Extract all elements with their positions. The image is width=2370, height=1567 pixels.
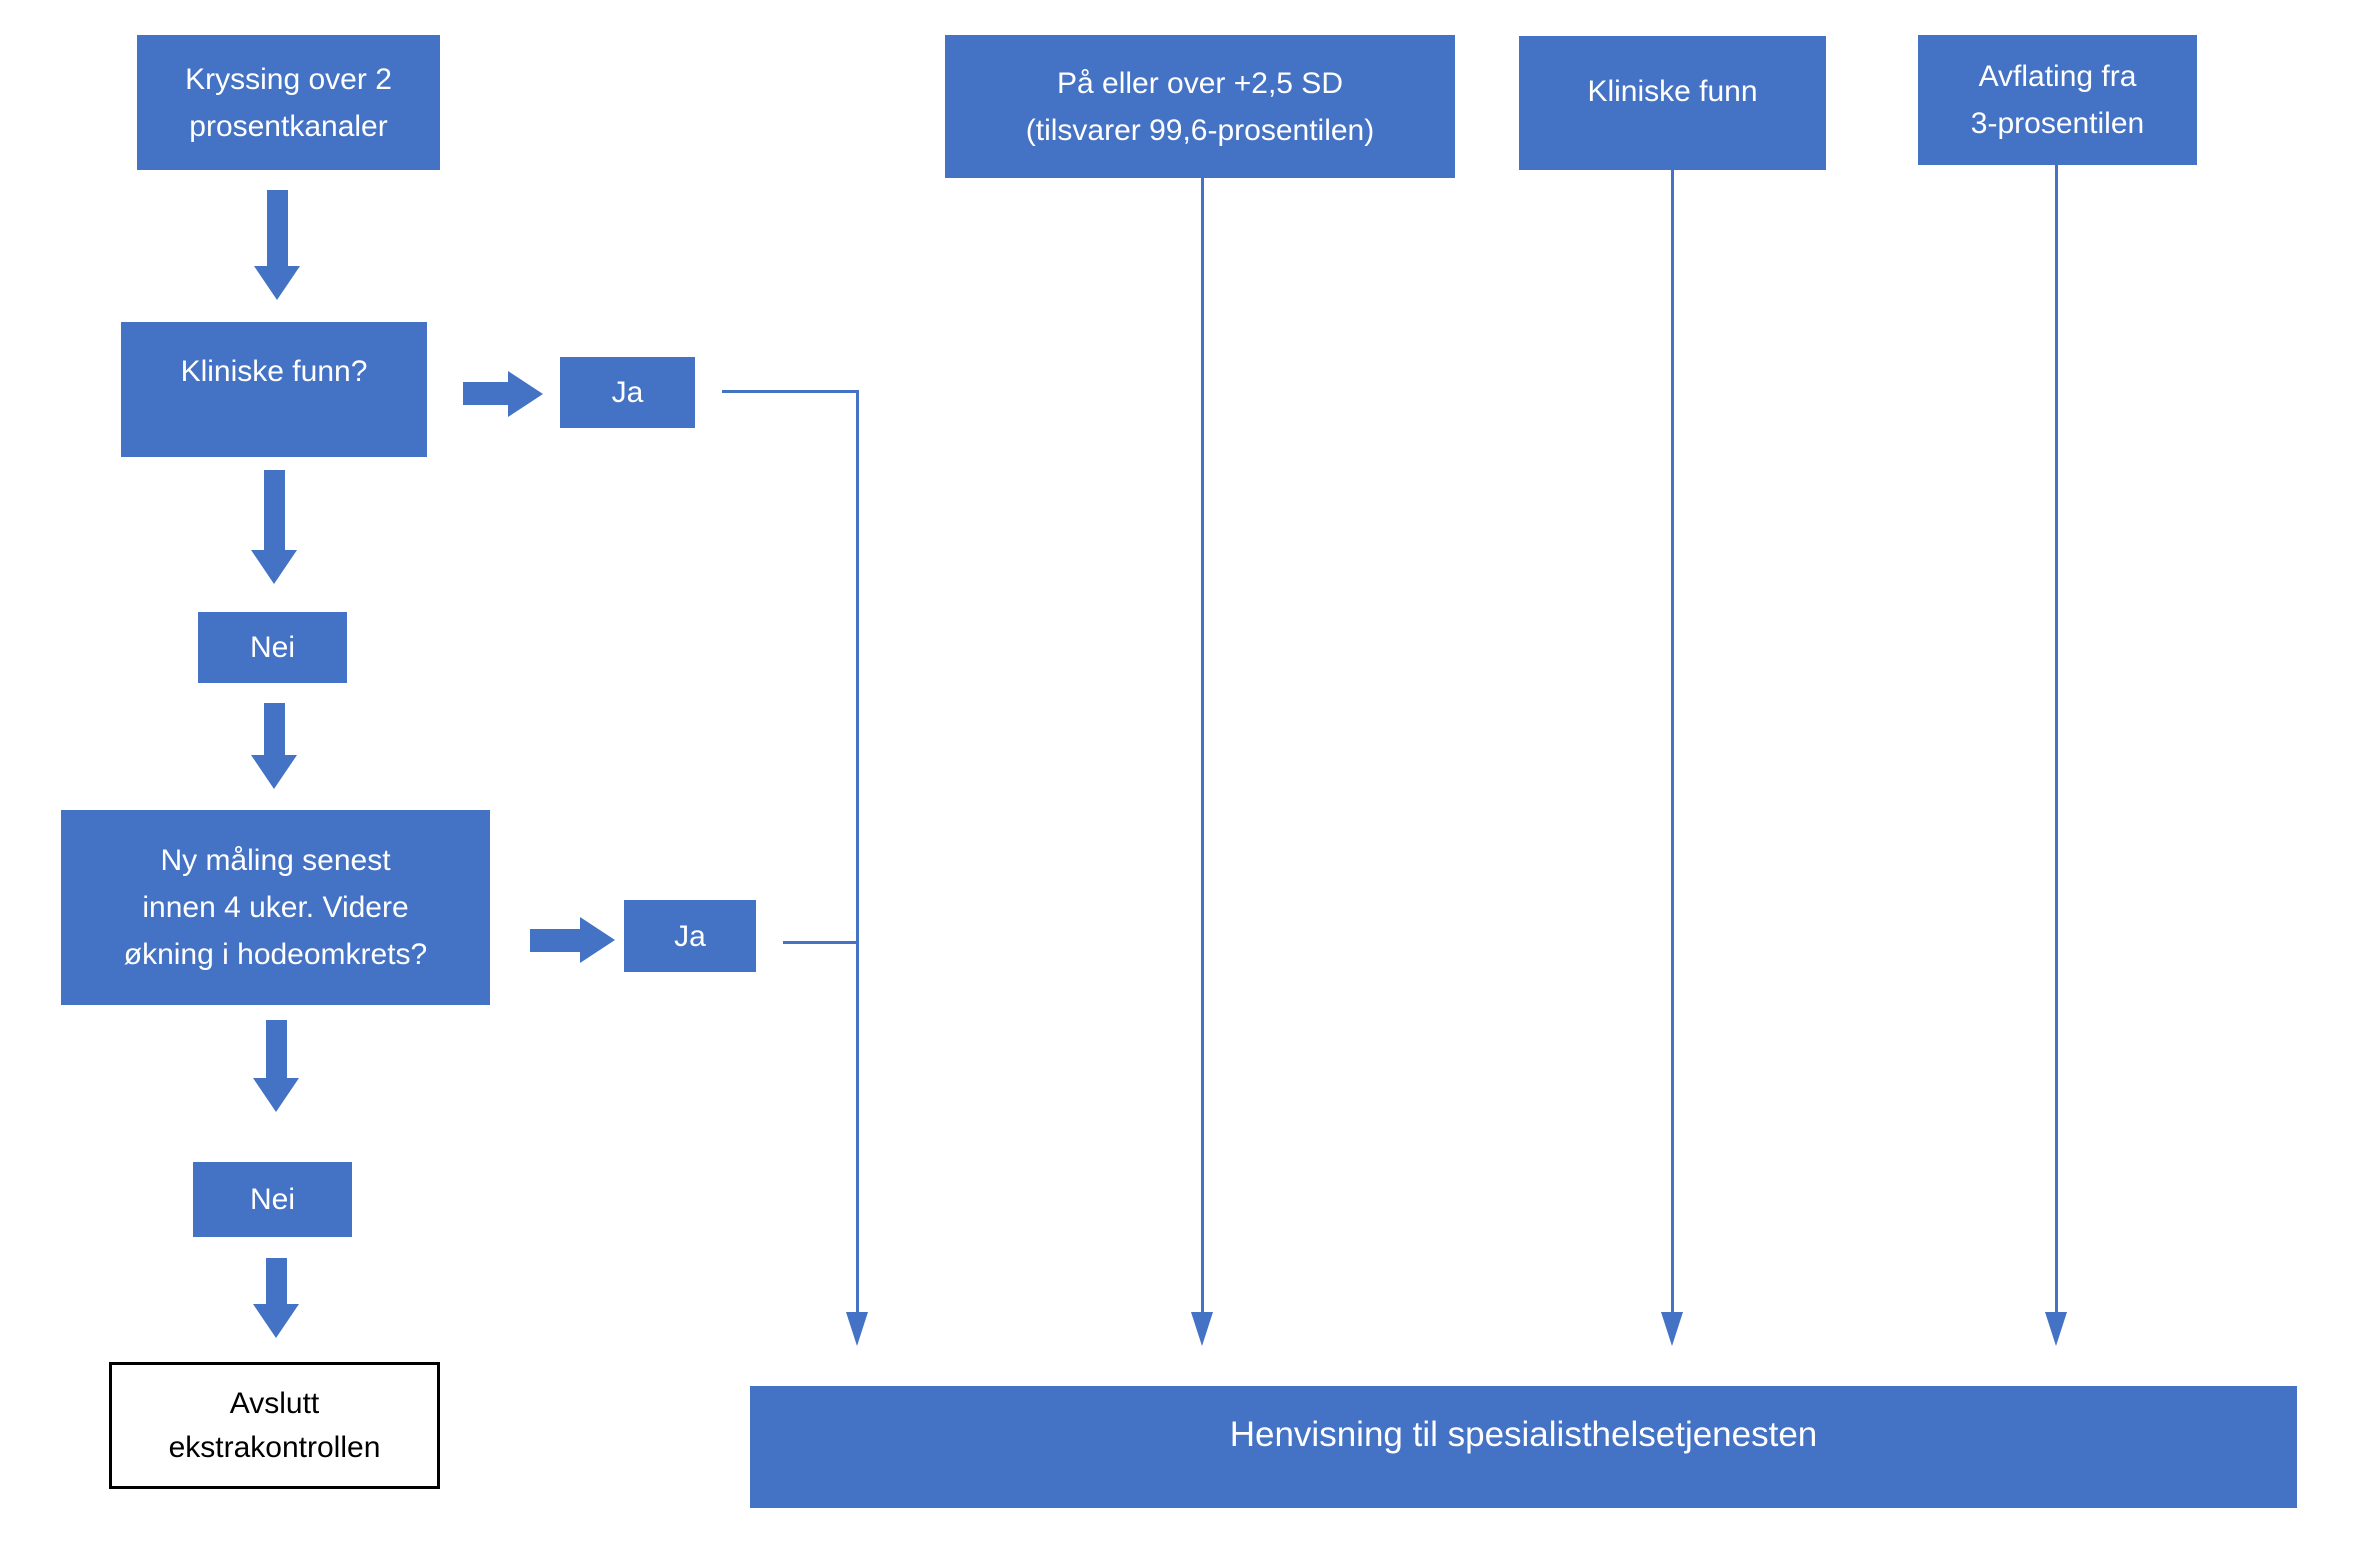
arrow-down-kliniske-to-nei	[251, 470, 297, 584]
node-kliniske-funn-question: Kliniske funn?	[121, 322, 427, 457]
arrow-head-icon	[846, 1312, 868, 1346]
connector-kliniske-funn-vertical	[1671, 170, 1674, 1312]
connector-ja1-horizontal	[722, 390, 858, 393]
node-label-line: Avslutt	[229, 1386, 320, 1420]
arrow-down-ny-maling-to-nei	[253, 1020, 299, 1112]
node-henvisning-bar: Henvisning til spesialisthelsetjenesten	[750, 1386, 2297, 1508]
arrow-down-kryssing-to-kliniske	[254, 190, 300, 300]
node-label-line: Kliniske funn	[1587, 75, 1758, 108]
arrow-head-icon	[254, 266, 300, 300]
node-label-line: På eller over +2,5 SD	[1057, 66, 1343, 100]
connector-ja-collector-vertical	[856, 390, 859, 1312]
node-nei-2: Nei	[193, 1162, 352, 1237]
connector-ja2-horizontal	[783, 941, 857, 944]
node-label-line: innen 4 uker. Videre	[142, 891, 409, 924]
node-nei-1: Nei	[198, 612, 347, 683]
arrow-down-nei-to-ny-maling	[251, 703, 297, 789]
arrow-head-icon	[1191, 1312, 1213, 1346]
node-label-line: 3-prosentilen	[1970, 107, 2145, 140]
arrow-head-icon	[2045, 1312, 2067, 1346]
node-ja-1: Ja	[560, 357, 695, 428]
arrow-shaft	[263, 470, 285, 550]
arrow-shaft	[263, 703, 285, 755]
node-label-line: Ja	[674, 919, 706, 953]
arrow-head-icon	[1661, 1312, 1683, 1346]
arrow-head-icon	[253, 1304, 299, 1338]
connector-avflating-vertical	[2055, 165, 2058, 1312]
node-avslutt-ekstrakontrollen: Avslutt ekstrakontrollen	[109, 1362, 440, 1489]
arrow-right-kliniske-to-ja	[463, 370, 543, 417]
arrow-head-icon	[508, 370, 543, 417]
node-ja-2: Ja	[624, 900, 756, 972]
arrow-head-icon	[251, 550, 297, 584]
node-label-line: Henvisning til spesialisthelsetjenesten	[1229, 1414, 1818, 1454]
node-kryssing-over-2-prosentkanaler: Kryssing over 2 prosentkanaler	[137, 35, 440, 170]
node-label-line: Ja	[611, 376, 644, 409]
arrow-down-nei-to-avslutt	[253, 1258, 299, 1338]
node-label-line: Avflating fra	[1978, 60, 2137, 93]
arrow-head-icon	[253, 1078, 299, 1112]
node-avflating: Avflating fra 3-prosentilen	[1918, 35, 2197, 165]
arrow-shaft	[530, 928, 580, 952]
node-label-line: Kryssing over 2	[185, 62, 392, 96]
node-label-line: økning i hodeomkrets?	[123, 938, 428, 971]
node-ny-maling: Ny måling senest innen 4 uker. Videre øk…	[61, 810, 490, 1005]
node-label-line: Kliniske funn?	[180, 355, 368, 388]
arrow-shaft	[266, 190, 288, 266]
node-label-line: Nei	[249, 631, 295, 664]
arrow-shaft	[265, 1020, 287, 1078]
node-label-line: ekstrakontrollen	[168, 1430, 381, 1464]
node-pa-eller-over-25sd: På eller over +2,5 SD (tilsvarer 99,6-pr…	[945, 35, 1455, 178]
arrow-shaft	[265, 1258, 287, 1304]
connector-pa-eller-over-vertical	[1201, 178, 1204, 1312]
node-kliniske-funn: Kliniske funn	[1519, 36, 1826, 170]
node-label-line: (tilsvarer 99,6-prosentilen)	[1025, 113, 1375, 147]
node-label-line: Ny måling senest	[160, 844, 391, 877]
node-label-line: prosentkanaler	[189, 109, 388, 143]
node-label-line: Nei	[249, 1183, 295, 1216]
arrow-shaft	[463, 382, 508, 405]
arrow-head-icon	[251, 755, 297, 789]
arrow-right-ny-maling-to-ja	[530, 917, 615, 963]
arrow-head-icon	[580, 917, 615, 963]
